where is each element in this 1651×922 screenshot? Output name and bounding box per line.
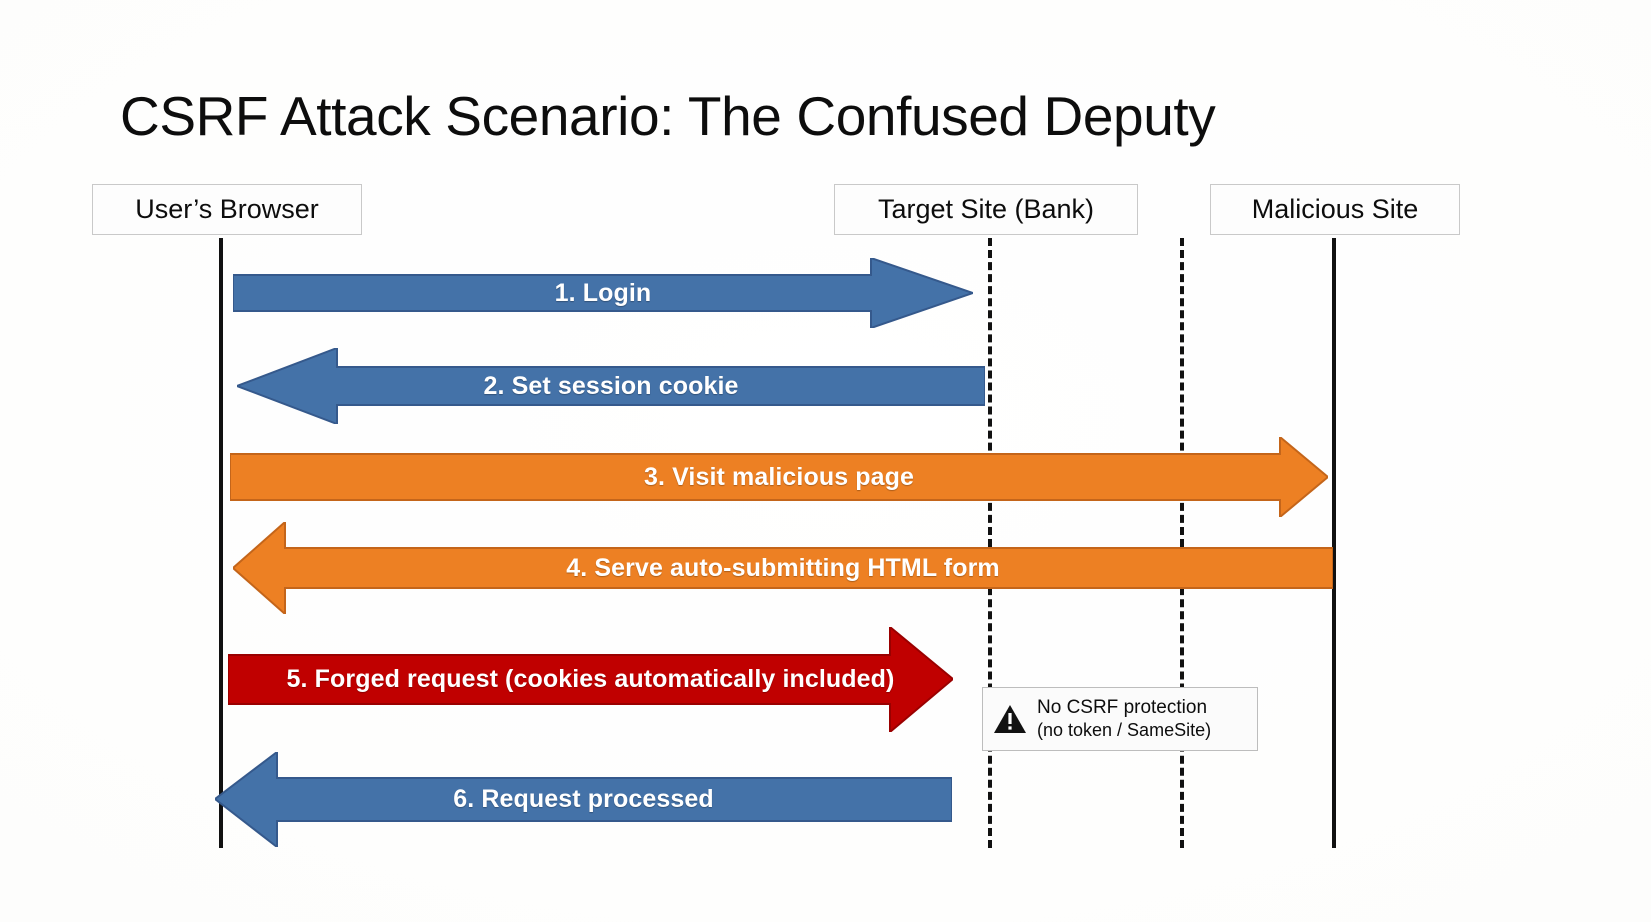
block-arrow-right-shape bbox=[230, 437, 1328, 517]
actor-label-browser: User’s Browser bbox=[135, 194, 319, 224]
message-arrow-5[interactable]: 5. Forged request (cookies automatically… bbox=[228, 627, 953, 732]
no-csrf-protection-callout[interactable]: No CSRF protection (no token / SameSite) bbox=[982, 687, 1258, 751]
lifeline-malicious-site bbox=[1180, 238, 1184, 848]
message-arrow-3[interactable]: 3. Visit malicious page bbox=[230, 437, 1328, 517]
message-arrow-4[interactable]: 4. Serve auto-submitting HTML form bbox=[233, 522, 1333, 614]
message-label-3: 3. Visit malicious page bbox=[644, 462, 914, 491]
warning-triangle-icon bbox=[994, 705, 1026, 733]
message-label-1: 1. Login bbox=[554, 278, 652, 307]
message-arrow-6[interactable]: 6. Request processed bbox=[215, 752, 952, 847]
actor-box-malicious-site[interactable]: Malicious Site bbox=[1210, 184, 1460, 235]
message-arrow-2[interactable]: 2. Set session cookie bbox=[237, 348, 985, 424]
actor-box-browser[interactable]: User’s Browser bbox=[92, 184, 362, 235]
page-title: CSRF Attack Scenario: The Confused Deput… bbox=[120, 85, 1216, 147]
actor-label-malicious-site: Malicious Site bbox=[1251, 194, 1419, 224]
block-arrow-left-shape bbox=[237, 348, 985, 424]
message-label-4: 4. Serve auto-submitting HTML form bbox=[566, 553, 1000, 582]
lifeline-browser bbox=[219, 238, 223, 848]
message-label-6: 6. Request processed bbox=[453, 785, 714, 813]
lifeline-target-site bbox=[988, 238, 992, 848]
callout-line-2: (no token / SameSite) bbox=[1037, 719, 1212, 740]
callout-line-1: No CSRF protection bbox=[1037, 697, 1208, 719]
message-arrow-1[interactable]: 1. Login bbox=[233, 258, 973, 328]
block-arrow-left-shape bbox=[215, 752, 952, 847]
message-label-2: 2. Set session cookie bbox=[483, 371, 739, 400]
block-arrow-left-shape bbox=[233, 522, 1333, 614]
callout-text: No CSRF protection (no token / SameSite) bbox=[1037, 696, 1211, 741]
block-arrow-right-shape bbox=[233, 258, 973, 328]
message-label-5: 5. Forged request (cookies automatically… bbox=[286, 665, 895, 693]
actor-box-target-site[interactable]: Target Site (Bank) bbox=[834, 184, 1138, 235]
block-arrow-right-shape bbox=[228, 627, 953, 732]
lifeline-malicious-site-edge bbox=[1332, 238, 1336, 848]
actor-label-target-site: Target Site (Bank) bbox=[877, 194, 1095, 224]
